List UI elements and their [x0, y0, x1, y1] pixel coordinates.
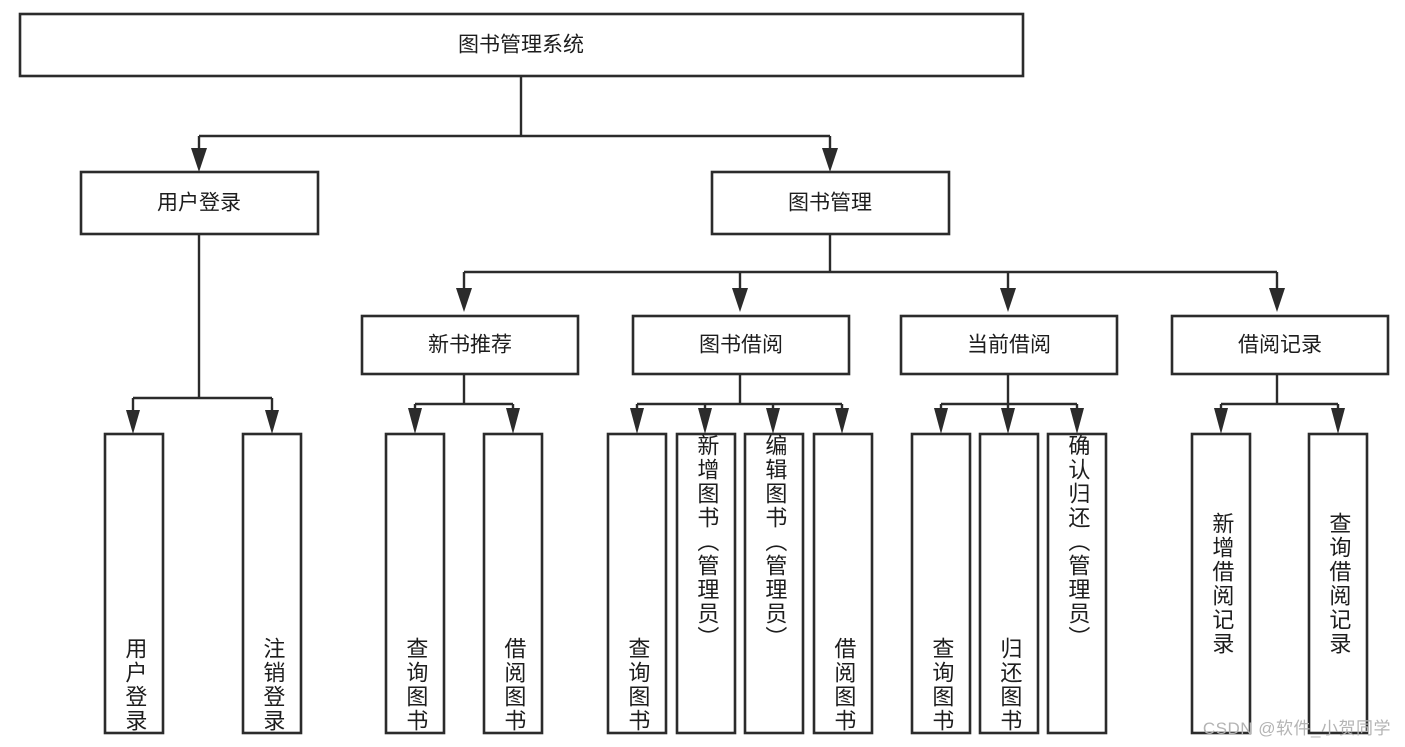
node-layer: 图书管理系统 用户登录 图书管理 新书推荐 图书借阅 当前借阅 借阅记录: [18, 12, 1390, 735]
arrow-bm-to-book-borrow-icon: [732, 288, 748, 312]
node-root-label: 图书管理系统: [458, 34, 584, 57]
node-leaf-query-book-3[interactable]: [910, 432, 972, 735]
arrow-cb-leaf2-icon: [1001, 408, 1015, 434]
arrow-bb-leaf4-icon: [835, 408, 849, 434]
arrow-bb-leaf1-icon: [630, 408, 644, 434]
node-leaf-user-login[interactable]: [103, 432, 165, 735]
arrow-bb-leaf3-icon: [766, 408, 780, 434]
node-new-book-recommend-label: 新书推荐: [428, 334, 512, 357]
arrow-bm-to-borrow-record-icon: [1269, 288, 1285, 312]
node-leaf-borrow-book-1[interactable]: [482, 432, 544, 735]
node-user-login-label: 用户登录: [157, 192, 241, 215]
node-user-login[interactable]: [79, 170, 320, 236]
node-leaf-query-book-2[interactable]: [606, 432, 668, 735]
arrow-nbr-leaf2-icon: [506, 408, 520, 434]
arrow-nbr-leaf1-icon: [408, 408, 422, 434]
node-root[interactable]: [18, 12, 1025, 78]
arrow-bm-to-current-borrow-icon: [1000, 288, 1016, 312]
watermark-text: CSDN @软件_小贺同学: [1202, 719, 1391, 738]
node-leaf-query-book-1[interactable]: [384, 432, 446, 735]
arrow-bm-to-new-book-recommend-icon: [456, 288, 472, 312]
node-leaf-edit-book[interactable]: [743, 432, 805, 735]
arrow-root-to-book-management-icon: [822, 148, 838, 172]
arrow-cb-leaf3-icon: [1070, 408, 1084, 434]
node-leaf-confirm-return[interactable]: [1046, 432, 1108, 735]
node-borrow-record[interactable]: [1170, 314, 1390, 376]
arrow-user-login-leaf1-icon: [126, 410, 140, 434]
node-leaf-query-record[interactable]: [1307, 432, 1369, 735]
node-book-borrow-label: 图书借阅: [699, 334, 783, 357]
arrow-br-leaf2-icon: [1331, 408, 1345, 434]
node-leaf-user-logout[interactable]: [241, 432, 303, 735]
arrow-root-to-user-login-icon: [191, 148, 207, 172]
arrow-bb-leaf2-icon: [698, 408, 712, 434]
arrow-user-login-leaf2-icon: [265, 410, 279, 434]
node-current-borrow-label: 当前借阅: [967, 334, 1051, 357]
node-book-management-label: 图书管理: [788, 192, 872, 215]
connector-layer: [126, 76, 1345, 434]
node-leaf-borrow-book-2[interactable]: [812, 432, 874, 735]
arrow-cb-leaf1-icon: [934, 408, 948, 434]
node-book-borrow[interactable]: [631, 314, 851, 376]
node-current-borrow[interactable]: [899, 314, 1119, 376]
node-leaf-add-book[interactable]: [675, 432, 737, 735]
arrow-br-leaf1-icon: [1214, 408, 1228, 434]
node-book-management[interactable]: [710, 170, 951, 236]
node-leaf-return-book[interactable]: [978, 432, 1040, 735]
node-borrow-record-label: 借阅记录: [1238, 334, 1322, 357]
node-new-book-recommend[interactable]: [360, 314, 580, 376]
node-leaf-add-record[interactable]: [1190, 432, 1252, 735]
